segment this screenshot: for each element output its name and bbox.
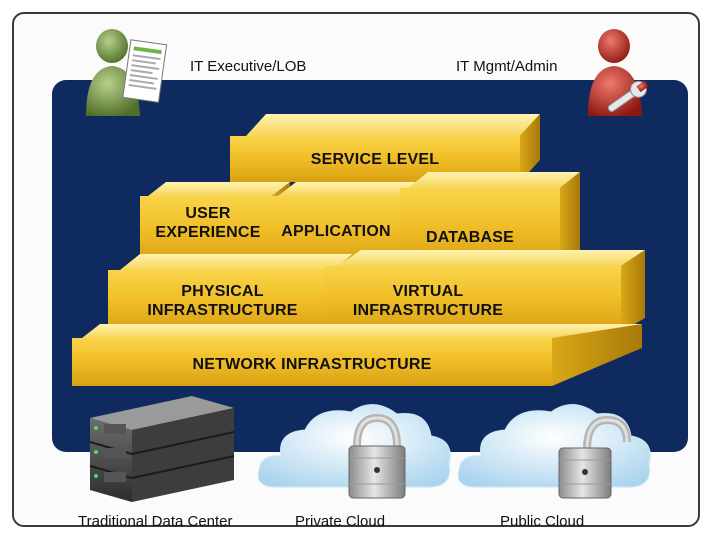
network-infrastructure-label: NETWORK INFRASTRUCTURE bbox=[192, 356, 432, 373]
admin-label: IT Mgmt/Admin bbox=[456, 58, 558, 75]
person-with-document-icon bbox=[86, 29, 168, 116]
public-cloud-label: Public Cloud bbox=[500, 513, 585, 530]
database-label: DATABASE bbox=[425, 229, 515, 246]
executive-label: IT Executive/LOB bbox=[190, 58, 307, 75]
network-infrastructure-block: NETWORK INFRASTRUCTURE bbox=[72, 322, 642, 390]
private-cloud-label: Private Cloud bbox=[295, 513, 386, 530]
virtual-infrastructure-label: VIRTUAL INFRASTRUCTURE bbox=[352, 283, 504, 319]
datacenter-label: Traditional Data Center bbox=[78, 513, 233, 530]
person-with-wrench-icon bbox=[588, 29, 649, 116]
service-level-label: SERVICE LEVEL bbox=[310, 151, 440, 168]
cloud-lock-icon bbox=[257, 404, 451, 499]
user-experience-block: USER EXPERIENCE bbox=[140, 180, 290, 266]
cloud-lock-icon bbox=[457, 404, 651, 499]
application-label: APPLICATION bbox=[281, 223, 391, 240]
virtual-infrastructure-block: VIRTUAL INFRASTRUCTURE bbox=[325, 248, 645, 334]
physical-infrastructure-label: PHYSICAL INFRASTRUCTURE bbox=[147, 283, 298, 319]
server-rack-icon bbox=[89, 396, 235, 502]
user-experience-label: USER EXPERIENCE bbox=[155, 205, 261, 241]
